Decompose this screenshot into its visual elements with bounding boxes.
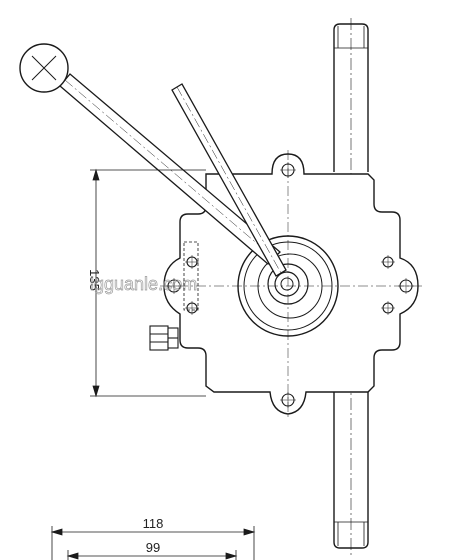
central-hub — [237, 235, 339, 337]
shaft-upper — [333, 30, 369, 172]
width-inner-label: 99 — [146, 540, 160, 555]
width-dimension-outer — [50, 526, 256, 560]
dashed-boss — [183, 241, 199, 311]
height-dimension — [90, 168, 206, 398]
hex-nut-icon — [149, 325, 179, 351]
hub-outer-ring — [237, 235, 339, 337]
hub-core — [280, 277, 294, 291]
hole-left-upper — [185, 255, 199, 269]
hole-right-upper — [381, 255, 395, 269]
circle-x-icon — [19, 43, 69, 93]
hub-ring-5 — [274, 271, 300, 297]
shaft-lower — [333, 392, 369, 542]
width-outer-label: 118 — [143, 516, 164, 531]
handle-arm-long — [59, 73, 281, 265]
hub-ring-3 — [257, 253, 323, 319]
handle-arm-bar — [171, 83, 287, 277]
width-dimension-inner — [66, 550, 238, 560]
watermark-text: lgguanle.com — [90, 274, 197, 294]
hole-left-lower — [185, 301, 199, 315]
hub-ring-2 — [243, 241, 333, 331]
housing-centerlines — [160, 150, 424, 420]
height-dimension-label: 135 — [87, 269, 102, 291]
hole-right-lower — [381, 301, 395, 315]
hub-ring-4 — [267, 263, 309, 305]
